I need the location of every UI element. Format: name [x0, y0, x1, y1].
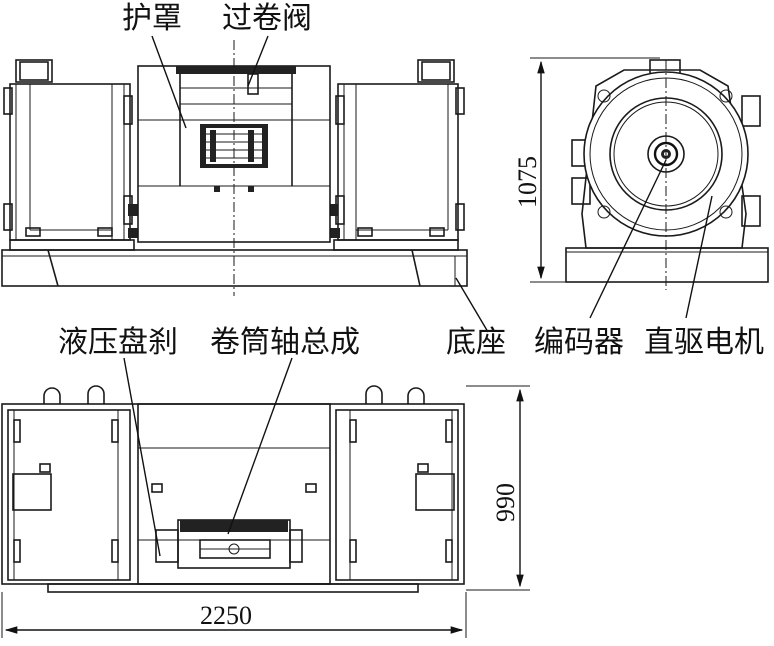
valve-leader [247, 35, 269, 87]
depth-dimension [466, 385, 530, 591]
label-base: 底座 [446, 325, 506, 360]
dim-depth-text: 990 [491, 483, 520, 522]
height-dimension [530, 57, 660, 283]
front-right-motor [326, 59, 465, 251]
front-guard [137, 40, 331, 296]
side-view [455, 59, 769, 333]
dim-height-text: 1075 [513, 156, 542, 208]
label-guard: 护罩 [122, 1, 182, 36]
dim-width-text: 2250 [200, 601, 252, 630]
width-dimension [1, 592, 467, 638]
label-hydraulic-brake: 液压盘刹 [58, 325, 178, 360]
front-view [1, 35, 468, 296]
encoder-leader [589, 159, 667, 319]
label-encoder: 编码器 [534, 325, 624, 360]
guard-leader [151, 35, 187, 129]
label-overwind-valve: 过卷阀 [222, 1, 312, 36]
top-view [1, 357, 465, 593]
motor-leader [685, 195, 713, 319]
drum-leader [227, 357, 293, 535]
front-left-motor [3, 59, 140, 251]
label-direct-drive-motor: 直驱电机 [644, 325, 764, 360]
label-drum-shaft-assembly: 卷筒轴总成 [210, 325, 360, 360]
base-leader [455, 277, 489, 333]
brake-leader [123, 357, 161, 557]
